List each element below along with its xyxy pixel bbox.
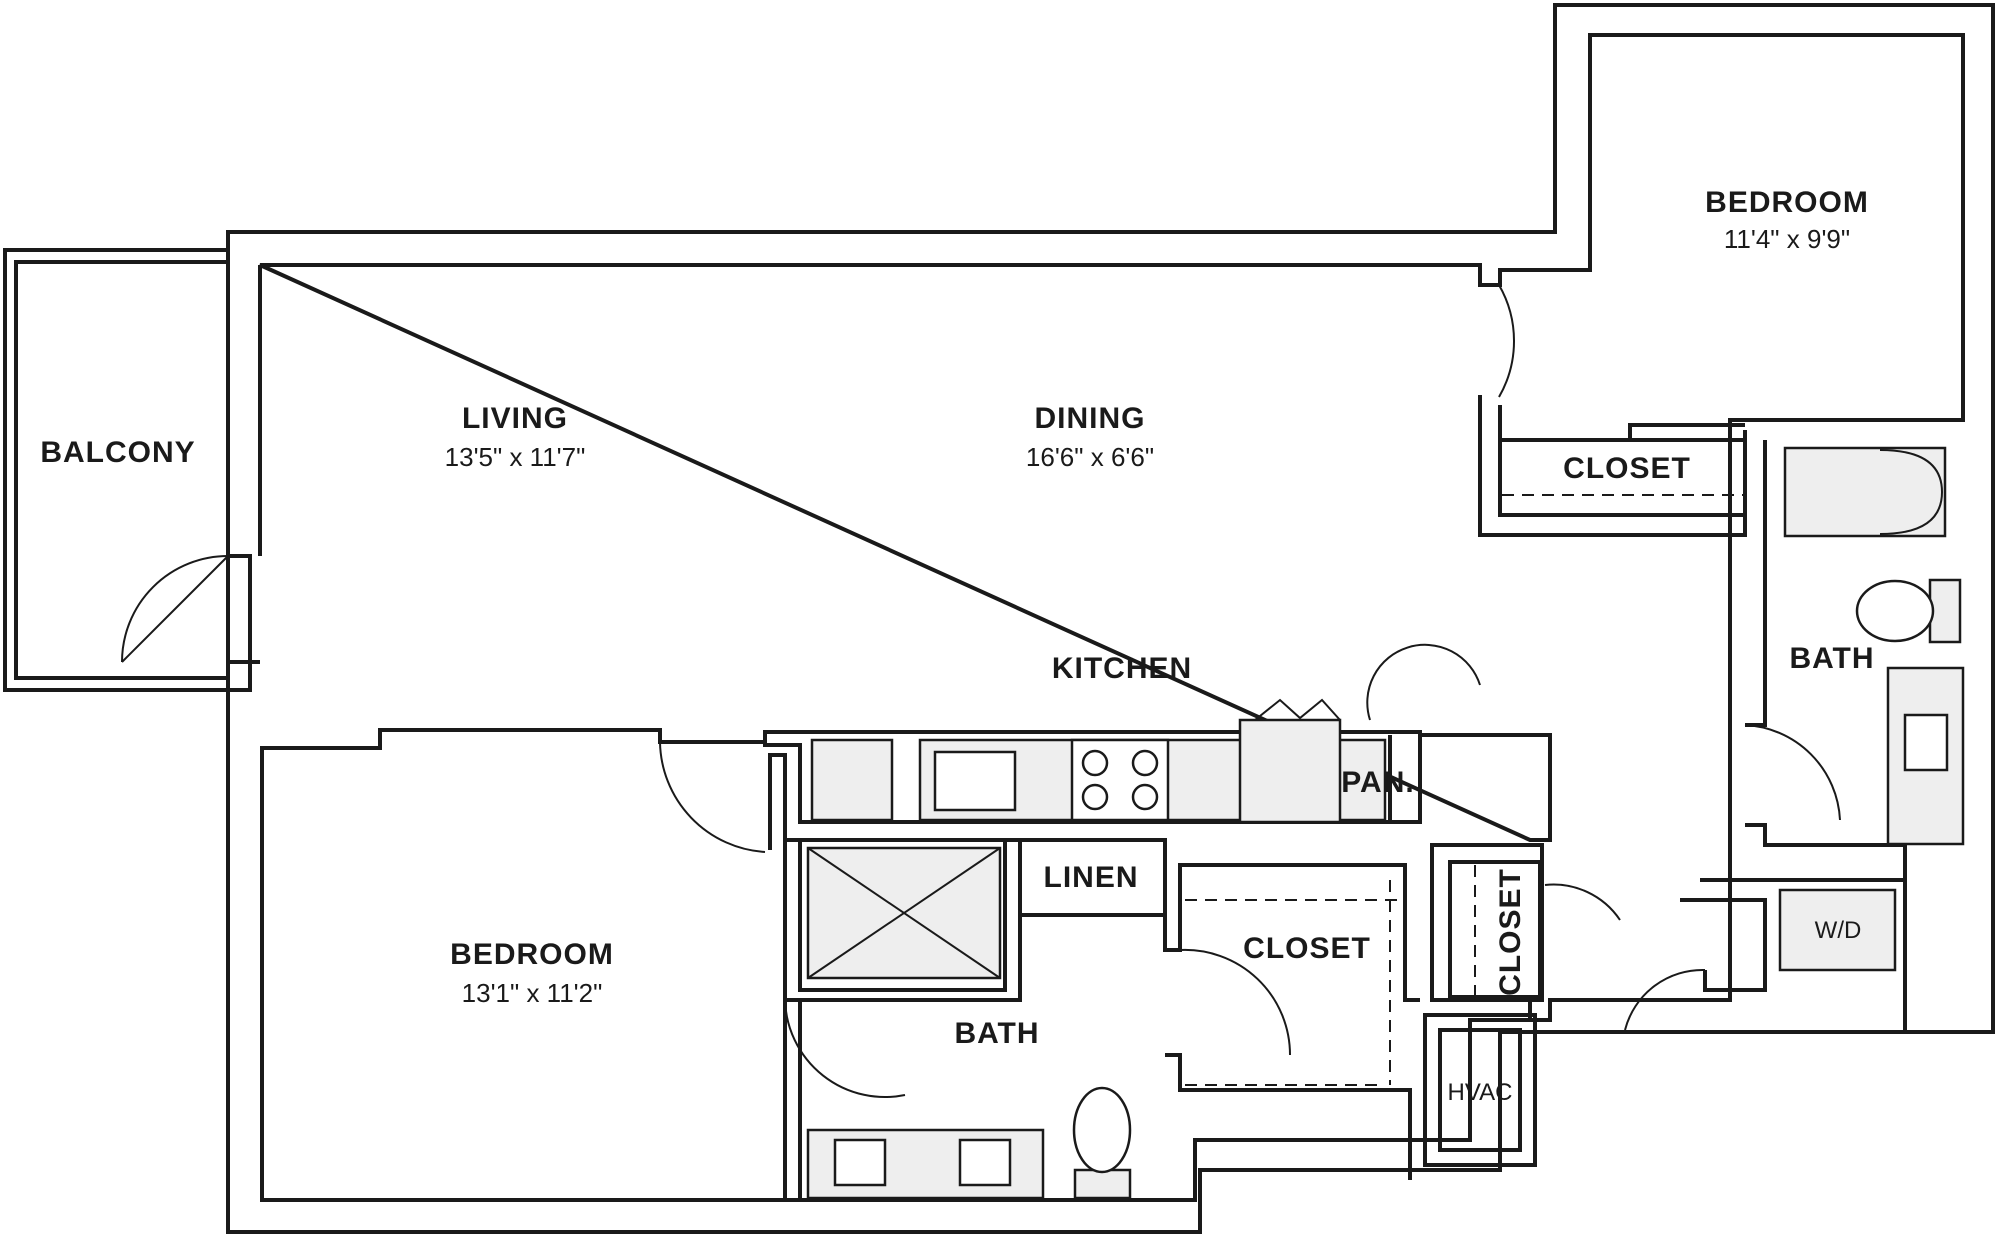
kitchen-sink-icon [933,750,1017,812]
dining-dimensions: 16'6" x 6'6" [1026,442,1154,472]
living-dimensions: 13'5" x 11'7" [445,442,586,472]
hvac-label: HVAC [1448,1079,1513,1106]
closet-small-label: CLOSET [1494,868,1527,996]
room-labels: BALCONY LIVING 13'5" x 11'7" DINING 16'6… [40,186,1874,1106]
vanity-icon [1886,666,1965,846]
toilet-tank-icon [1928,578,1962,644]
bathtub-icon [1783,446,1947,538]
interior-walls [260,395,1907,1202]
refrigerator-icon [1238,718,1342,824]
kitchen-counter [810,738,894,822]
living-label: LIVING [462,402,568,435]
stove-icon [1070,738,1170,822]
fixtures [806,446,1965,1200]
toilet-tank-icon-2 [1073,1168,1132,1200]
bedroom-second-dimensions: 13'1" x 11'2" [462,978,603,1008]
closet-main-label: CLOSET [1563,452,1691,485]
exterior-walls [226,3,1995,1234]
balcony-label: BALCONY [40,436,195,469]
kitchen-label: KITCHEN [1052,652,1192,685]
bath-second-label: BATH [954,1017,1039,1050]
bath-main-label: BATH [1789,642,1874,675]
bedroom-second-label: BEDROOM [450,938,614,971]
closet-shelves [1185,494,1743,1086]
bedroom-main-dimensions: 11'4" x 9'9" [1724,224,1850,254]
doors [121,284,1841,1098]
balcony-area [3,248,252,692]
closet-walkin-label: CLOSET [1243,932,1371,965]
washer-dryer-label: W/D [1815,917,1862,944]
toilet-bowl-icon-2 [1072,1086,1132,1174]
toilet-bowl-icon [1855,579,1935,643]
linen-label: LINEN [1044,861,1139,894]
bedroom-main-label: BEDROOM [1705,186,1869,219]
pantry-label: PAN. [1341,766,1414,799]
washer-dryer-icon [1778,888,1897,972]
sink-icon [1903,713,1949,772]
dining-label: DINING [1035,402,1146,435]
